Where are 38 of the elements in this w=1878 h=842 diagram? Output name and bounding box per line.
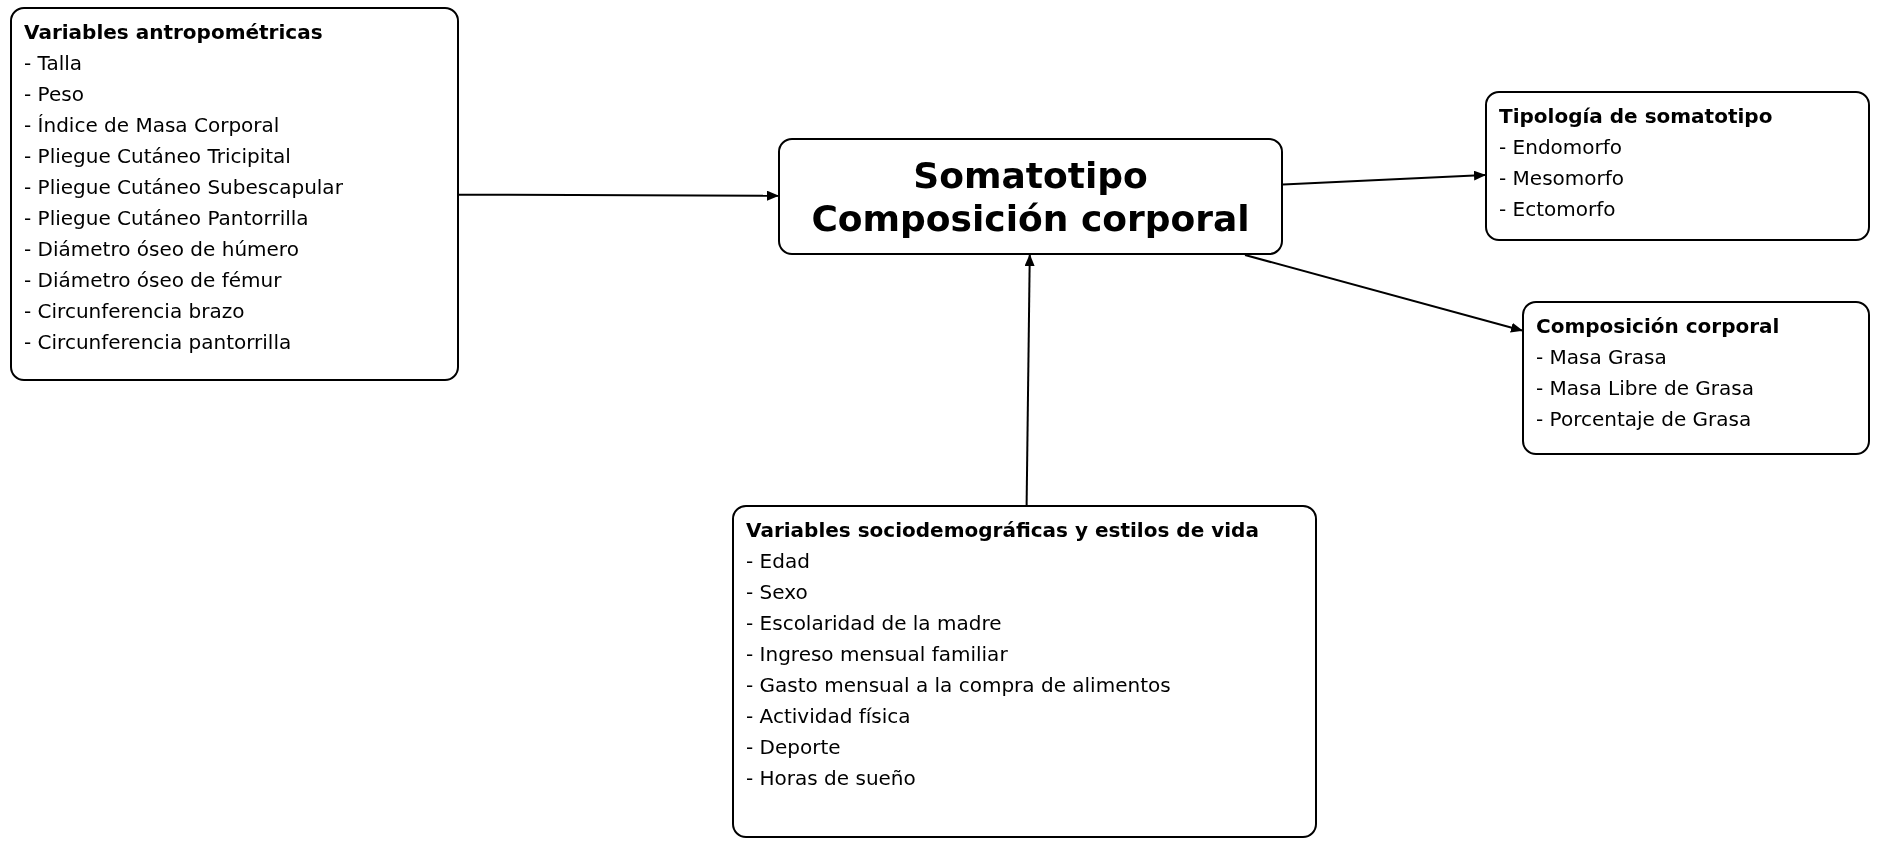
list-item: - Pliegue Cutáneo Pantorrilla xyxy=(24,205,309,232)
arrow xyxy=(1244,254,1523,333)
list-item: - Actividad física xyxy=(746,703,911,730)
list-item: - Peso xyxy=(24,81,84,108)
variable-list-box xyxy=(10,7,459,381)
variable-list-box xyxy=(1522,301,1870,455)
box-heading: Tipología de somatotipo xyxy=(1499,103,1773,130)
list-item: - Pliegue Cutáneo Tricipital xyxy=(24,143,291,170)
list-item: - Talla xyxy=(24,50,83,77)
concept-box xyxy=(778,138,1283,255)
list-item: - Deporte xyxy=(746,734,841,761)
list-item: - Sexo xyxy=(746,579,808,606)
list-item: - Índice de Masa Corporal xyxy=(24,112,280,139)
list-item: - Diámetro óseo de húmero xyxy=(24,236,299,263)
list-item: - Escolaridad de la madre xyxy=(746,610,1002,637)
variable-list-box xyxy=(732,505,1317,838)
box-heading: Variables antropométricas xyxy=(24,19,323,46)
list-item: - Horas de sueño xyxy=(746,765,916,792)
arrow xyxy=(1282,170,1486,186)
list-item: - Gasto mensual a la compra de alimentos xyxy=(746,672,1171,699)
arrow xyxy=(458,190,779,201)
list-item: - Endomorfo xyxy=(1499,134,1623,161)
list-item: - Mesomorfo xyxy=(1499,165,1624,192)
list-item: - Masa Libre de Grasa xyxy=(1536,375,1754,402)
list-item: - Porcentaje de Grasa xyxy=(1536,406,1752,433)
list-item: - Circunferencia pantorrilla xyxy=(24,329,292,356)
list-item: - Ingreso mensual familiar xyxy=(746,641,1008,668)
list-item: - Circunferencia brazo xyxy=(24,298,245,325)
list-item: - Diámetro óseo de fémur xyxy=(24,267,282,294)
variable-list-box xyxy=(1485,91,1870,241)
list-item: - Ectomorfo xyxy=(1499,196,1616,223)
list-item: - Masa Grasa xyxy=(1536,344,1667,371)
box-heading: Composición corporal xyxy=(1536,313,1780,340)
box-heading: Variables sociodemográficas y estilos de vida xyxy=(746,517,1259,544)
list-item: - Pliegue Cutáneo Subescapular xyxy=(24,174,343,201)
arrow xyxy=(1024,254,1035,506)
list-item: - Edad xyxy=(746,548,810,575)
box-title: Somatotipo Composición corporal xyxy=(810,153,1251,240)
